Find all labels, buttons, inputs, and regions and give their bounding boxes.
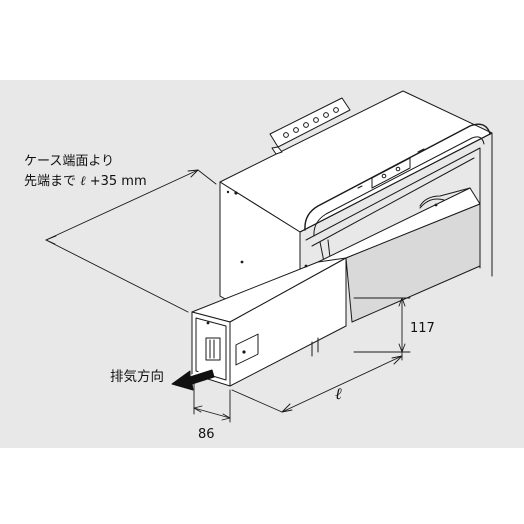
dimension-width (193, 377, 231, 423)
tip-distance-prefix: 先端まで (24, 174, 77, 189)
length-dimension-label: ℓ (335, 384, 342, 403)
case-end-label: ケース端面より (24, 154, 115, 169)
arrow-left-icon (171, 366, 215, 391)
width-dimension-label: 86 (198, 427, 215, 442)
mounting-bracket (269, 97, 351, 155)
dimension-case-to-tip (45, 169, 217, 313)
exhaust-direction-label: 排気方向 (110, 369, 164, 385)
dimension-length (231, 351, 403, 413)
side-bracket (371, 157, 411, 189)
height-dimension-label: 117 (410, 321, 435, 336)
dimension-height (353, 297, 411, 353)
tip-distance-symbol: ℓ (80, 174, 86, 189)
exhaust-duct (191, 187, 481, 387)
tip-distance-label: 先端まで ℓ +35 mm (24, 173, 147, 190)
tip-distance-suffix: +35 mm (89, 174, 147, 189)
